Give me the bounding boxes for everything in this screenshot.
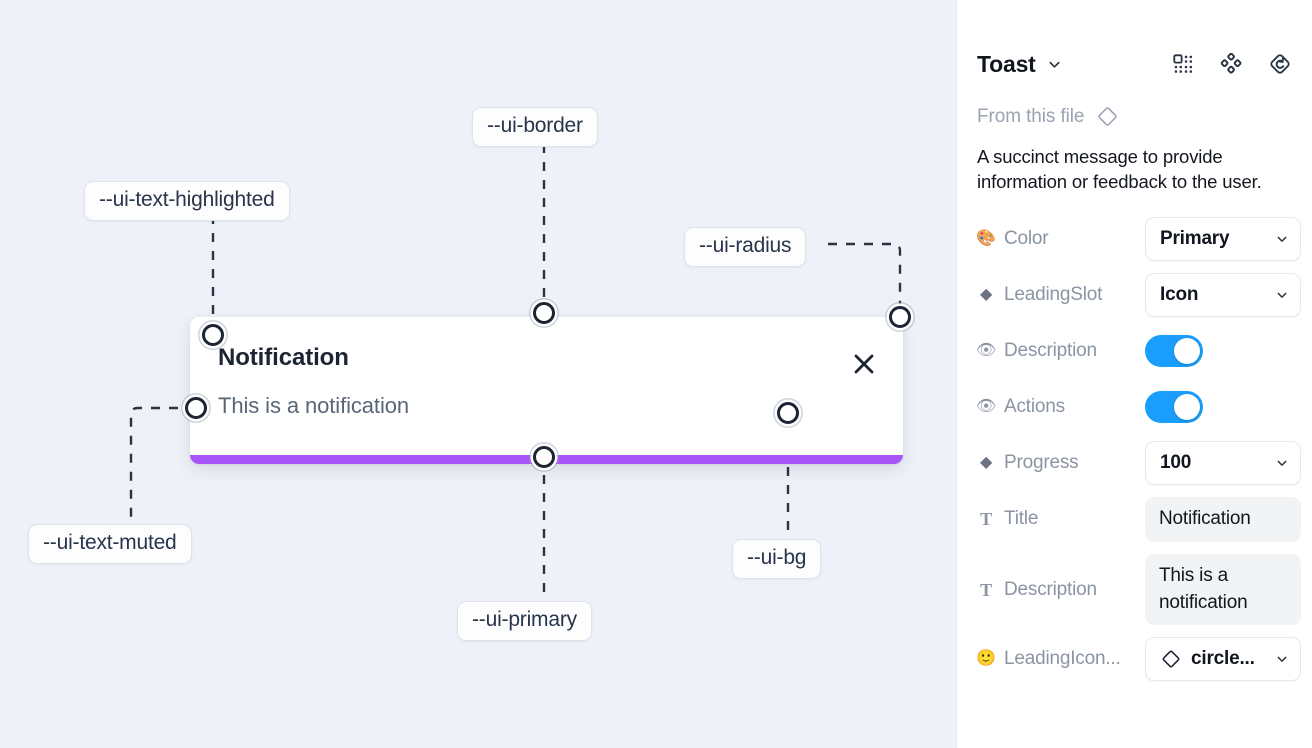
smiley-emoji-icon: 🙂 — [977, 650, 996, 668]
actions-toggle[interactable] — [1145, 390, 1203, 423]
toggle-knob — [1174, 393, 1200, 420]
from-this-file-row[interactable]: From this file — [977, 104, 1292, 129]
text-t-icon: T — [980, 509, 992, 530]
anchor-dot-text-highlighted[interactable] — [202, 324, 224, 346]
leadingicon-select-value: circle... — [1191, 648, 1255, 670]
property-row-description-toggle: 👁 Description — [977, 329, 1292, 373]
toggle-knob — [1174, 337, 1200, 364]
palette-emoji-icon: 🎨 — [977, 229, 996, 247]
properties-panel: Toast — [956, 0, 1312, 748]
component-description: A succinct message to provide informatio… — [977, 146, 1262, 192]
leadingslot-select-value: Icon — [1160, 283, 1199, 305]
anchor-dot-text-muted[interactable] — [185, 397, 207, 419]
token-label-radius[interactable]: --ui-radius — [684, 227, 807, 268]
property-label-text: Actions — [1004, 395, 1065, 417]
diamond-component-icon — [1095, 104, 1120, 129]
progress-select-value: 100 — [1160, 451, 1192, 473]
property-label-description: 👁 Description — [977, 340, 1145, 362]
toast-card[interactable]: Notification This is a notification — [190, 317, 903, 464]
property-label-text: Progress — [1004, 451, 1079, 473]
chevron-down-icon — [1275, 232, 1289, 246]
property-row-leadingicon: 🙂 LeadingIcon... circle... — [977, 637, 1301, 682]
diamond-icon: ◆ — [979, 453, 993, 471]
property-label-progress: ◆ Progress — [977, 452, 1145, 474]
token-label-text-muted[interactable]: --ui-text-muted — [28, 524, 192, 565]
property-label-text: LeadingIcon... — [1004, 648, 1121, 670]
token-label-text-highlighted[interactable]: --ui-text-highlighted — [84, 181, 290, 222]
property-label-text: Description — [1004, 339, 1097, 361]
title-input-value: Notification — [1159, 507, 1251, 529]
variants-cluster-icon[interactable] — [1220, 53, 1242, 75]
diamond-component-icon — [1160, 648, 1182, 670]
chevron-down-icon — [1275, 288, 1289, 302]
chevron-down-icon[interactable] — [1047, 57, 1062, 72]
chevron-down-icon — [1275, 652, 1289, 666]
toast-title: Notification — [218, 344, 349, 371]
toast-description: This is a notification — [218, 393, 409, 418]
property-label-text: Description — [1004, 578, 1097, 600]
eye-emoji-icon: 👁 — [977, 397, 997, 415]
wire-radius — [828, 242, 902, 317]
leadingicon-select[interactable]: circle... — [1145, 637, 1301, 682]
panel-title: Toast — [977, 50, 1036, 77]
title-input[interactable]: Notification — [1145, 496, 1301, 542]
property-row-progress: ◆ Progress 100 — [977, 440, 1301, 485]
property-row-color: 🎨 Color Primary — [977, 216, 1301, 261]
property-label-color: 🎨 Color — [977, 228, 1145, 250]
design-canvas[interactable]: Notification This is a notification --ui… — [0, 0, 956, 748]
anchor-dot-primary[interactable] — [533, 446, 555, 468]
property-label-actions: 👁 Actions — [977, 396, 1145, 418]
token-label-primary[interactable]: --ui-primary — [457, 601, 592, 642]
property-label-description-text: T Description — [977, 579, 1145, 601]
property-row-title: T Title Notification — [977, 496, 1301, 542]
anchor-dot-border[interactable] — [533, 302, 555, 324]
property-row-description-text: T Description This is a notification — [977, 553, 1301, 626]
property-label-text: LeadingSlot — [1004, 283, 1103, 305]
from-this-file-label: From this file — [977, 105, 1085, 127]
property-label-leadingicon: 🙂 LeadingIcon... — [977, 648, 1145, 670]
wire-text-muted — [129, 406, 196, 522]
text-t-icon: T — [980, 579, 992, 600]
progress-select[interactable]: 100 — [1145, 440, 1301, 485]
property-label-text: Title — [1004, 508, 1039, 530]
property-label-text: Color — [1004, 227, 1049, 249]
panel-header-icons — [1172, 52, 1292, 76]
anchor-dot-bg[interactable] — [777, 402, 799, 424]
token-label-border[interactable]: --ui-border — [472, 107, 598, 148]
anchor-dot-radius[interactable] — [889, 306, 911, 328]
reset-instance-icon[interactable] — [1268, 52, 1292, 76]
eye-emoji-icon: 👁 — [977, 341, 997, 359]
description-toggle[interactable] — [1145, 334, 1203, 367]
leadingslot-select[interactable]: Icon — [1145, 272, 1301, 317]
property-row-leadingslot: ◆ LeadingSlot Icon — [977, 272, 1301, 317]
close-x-icon[interactable] — [849, 349, 879, 379]
color-select-value: Primary — [1160, 227, 1230, 249]
diamond-icon: ◆ — [979, 285, 993, 303]
chevron-down-icon — [1275, 456, 1289, 470]
description-input-value: This is a notification — [1159, 564, 1248, 613]
token-label-bg[interactable]: --ui-bg — [732, 539, 822, 580]
description-input[interactable]: This is a notification — [1145, 553, 1301, 626]
property-label-leadingslot: ◆ LeadingSlot — [977, 284, 1145, 306]
color-select[interactable]: Primary — [1145, 216, 1301, 261]
component-set-icon[interactable] — [1172, 53, 1194, 75]
property-row-actions-toggle: 👁 Actions — [977, 385, 1292, 429]
property-label-title: T Title — [977, 508, 1145, 530]
panel-header: Toast — [977, 28, 1292, 100]
